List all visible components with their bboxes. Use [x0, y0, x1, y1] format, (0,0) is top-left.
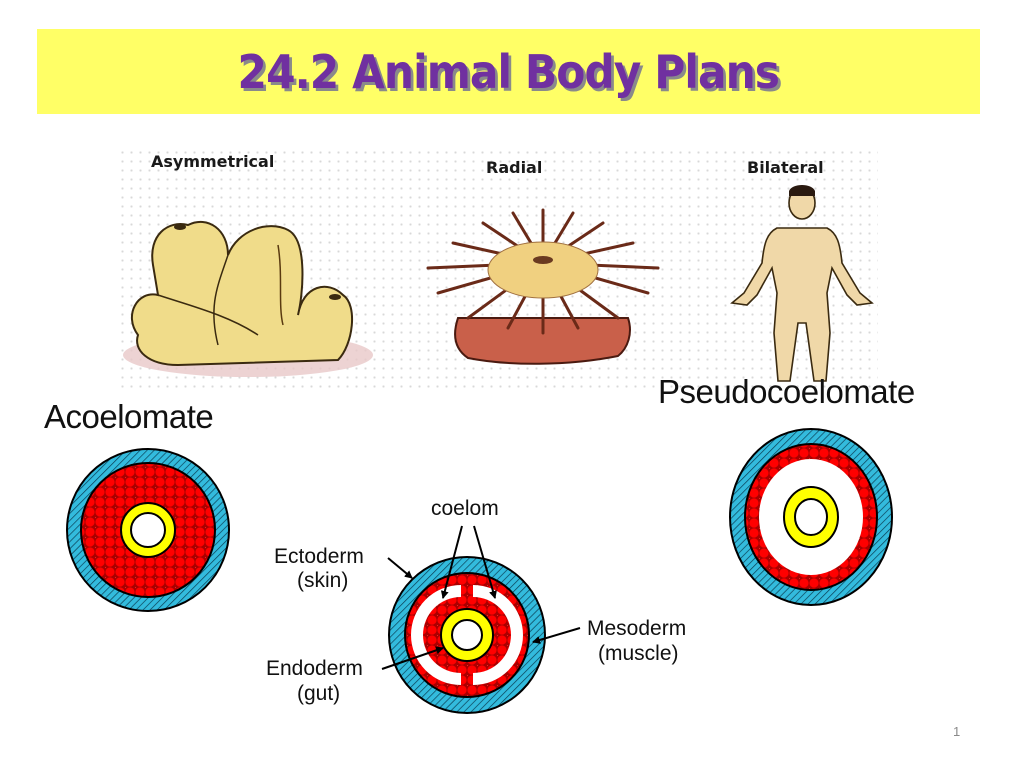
endoderm-label: Endoderm	[266, 657, 363, 680]
coelomate-cross-section	[388, 556, 546, 714]
sea-anemone-illustration	[426, 208, 660, 365]
ectoderm-label: Ectoderm	[274, 545, 364, 568]
acoelomate-label: Acoelomate	[44, 398, 214, 435]
radial-label: Radial	[486, 158, 543, 177]
asymmetrical-label: Asymmetrical	[151, 152, 275, 171]
mesoderm-sublabel: (muscle)	[598, 642, 679, 665]
mesoderm-label: Mesoderm	[587, 617, 687, 640]
human-figure-illustration	[730, 185, 874, 382]
slide-title: 24.2 Animal Body Plans	[237, 44, 780, 99]
title-banner: 24.2 Animal Body Plans	[37, 29, 980, 114]
coelom-label: coelom	[431, 497, 499, 520]
sponge-illustration	[123, 220, 373, 377]
acoelomate-cross-section	[66, 448, 230, 612]
bilateral-label: Bilateral	[747, 158, 824, 177]
page-number: 1	[953, 724, 961, 739]
pseudocoelomate-label: Pseudocoelomate	[658, 373, 915, 410]
endoderm-sublabel: (gut)	[297, 682, 341, 705]
pseudocoelomate-cross-section	[729, 428, 893, 606]
ectoderm-sublabel: (skin)	[297, 569, 349, 592]
